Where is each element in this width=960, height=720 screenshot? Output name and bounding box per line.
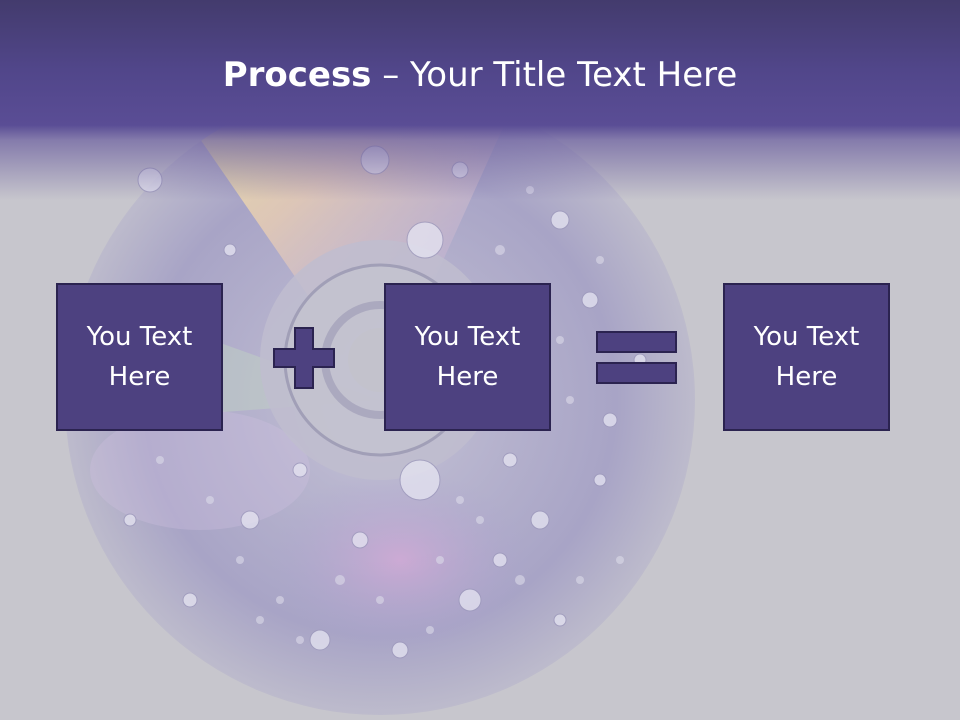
plus-icon (273, 327, 335, 389)
slide-title: Process – Your Title Text Here (0, 50, 960, 100)
header-band (0, 0, 960, 200)
title-bold-text: Process (222, 55, 372, 95)
equals-icon (596, 331, 677, 384)
process-box-3-text: You Text Here (753, 322, 860, 392)
process-box-3: You Text Here (723, 283, 890, 431)
process-box-2-text: You Text Here (414, 322, 521, 392)
process-box-1-text: You Text Here (86, 322, 193, 392)
process-box-2: You Text Here (384, 283, 551, 431)
process-box-1: You Text Here (56, 283, 223, 431)
title-rest-text: – Your Title Text Here (371, 55, 738, 95)
